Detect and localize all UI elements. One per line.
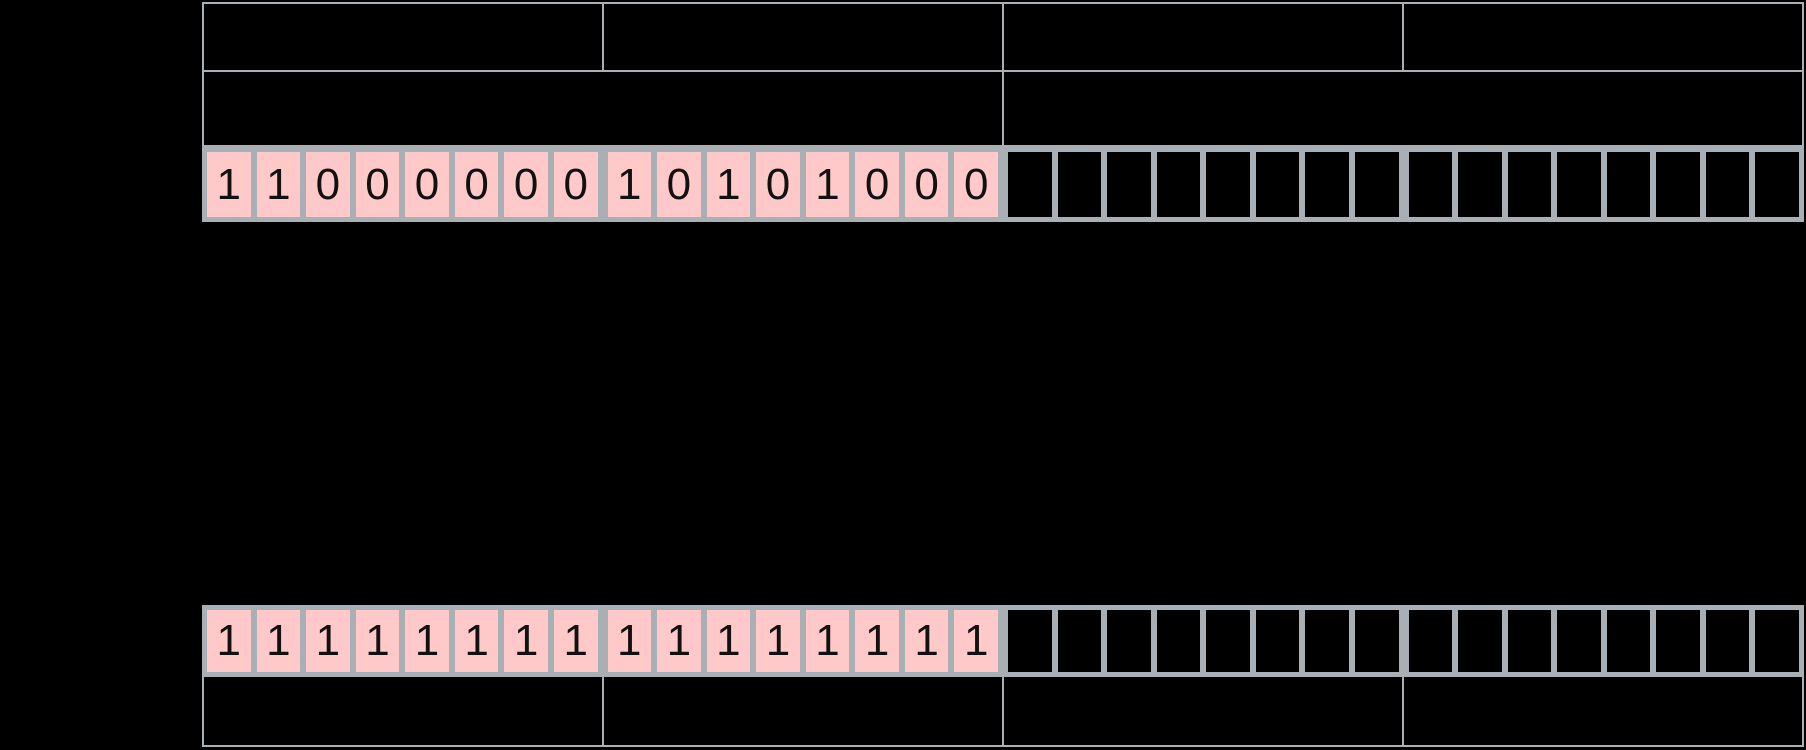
bit-cell-filled: 0 <box>454 152 499 217</box>
bit-cell-empty <box>1206 610 1250 672</box>
bit-cell-empty <box>1408 152 1453 217</box>
bit-cell-filled: 0 <box>657 152 701 217</box>
bit-cell-filled: 1 <box>256 152 301 217</box>
bit-cell-empty <box>1408 610 1453 672</box>
bit-cell-filled: 1 <box>553 610 598 672</box>
bit-cell-filled: 1 <box>805 152 850 217</box>
bit-cell-empty <box>1107 152 1151 217</box>
bit-cell-empty <box>1458 152 1502 217</box>
bit-cell-empty <box>1656 610 1700 672</box>
bit-cell-filled: 0 <box>306 152 350 217</box>
bit-cell-filled: 1 <box>706 610 751 672</box>
octet-footer-cell <box>1402 677 1802 745</box>
bit-cell-empty <box>1057 610 1102 672</box>
octet-group <box>1408 152 1799 217</box>
bit-cell-filled: 1 <box>207 152 251 217</box>
bit-cell-empty <box>1705 152 1750 217</box>
bit-cell-empty <box>1507 152 1552 217</box>
bit-cell-filled: 0 <box>756 152 800 217</box>
bit-cell-filled: 1 <box>306 610 350 672</box>
bit-cell-filled: 0 <box>355 152 400 217</box>
octet-footer-cell <box>602 677 1002 745</box>
bit-cell-filled: 1 <box>657 610 701 672</box>
bit-cell-empty <box>1755 152 1799 217</box>
bit-cell-filled: 0 <box>954 152 998 217</box>
bit-cell-empty <box>1354 152 1399 217</box>
bit-cell-filled: 1 <box>855 610 899 672</box>
bit-cell-empty <box>1305 152 1349 217</box>
portion-cell <box>1002 72 1802 145</box>
bit-cell-empty <box>1008 610 1052 672</box>
bit-cell-empty <box>1107 610 1151 672</box>
portion-cell <box>204 72 1002 145</box>
bit-cell-empty <box>1606 610 1651 672</box>
portion-row <box>202 70 1804 147</box>
bit-cell-filled: 1 <box>954 610 998 672</box>
bit-cell-empty <box>1255 152 1300 217</box>
bit-cell-filled: 1 <box>706 152 751 217</box>
bit-cell-filled: 1 <box>756 610 800 672</box>
bit-cell-filled: 1 <box>607 152 652 217</box>
octet-header-row <box>202 2 1804 72</box>
octet-header-cell <box>1002 4 1402 70</box>
bit-cell-empty <box>1206 152 1250 217</box>
octet-header-cell <box>602 4 1002 70</box>
bit-cell-empty <box>1156 152 1201 217</box>
bit-cell-empty <box>1755 610 1799 672</box>
bit-cell-filled: 1 <box>454 610 499 672</box>
bit-cell-filled: 0 <box>405 152 449 217</box>
bit-cell-filled: 1 <box>805 610 850 672</box>
bit-cell-empty <box>1606 152 1651 217</box>
bit-cell-empty <box>1705 610 1750 672</box>
bit-cell-filled: 0 <box>504 152 548 217</box>
bit-cell-filled: 1 <box>607 610 652 672</box>
bit-cell-filled: 1 <box>405 610 449 672</box>
bit-cell-filled: 0 <box>855 152 899 217</box>
bit-cell-empty <box>1008 152 1052 217</box>
octet-group <box>1008 610 1399 672</box>
bit-cell-filled: 0 <box>904 152 949 217</box>
octet-group <box>1408 610 1799 672</box>
octet-footer-cell <box>204 677 602 745</box>
octet-footer-row <box>202 675 1804 747</box>
bit-cell-empty <box>1557 152 1601 217</box>
bit-cell-filled: 0 <box>553 152 598 217</box>
bit-cell-filled: 1 <box>256 610 301 672</box>
bit-cell-empty <box>1354 610 1399 672</box>
bit-cell-empty <box>1656 152 1700 217</box>
octet-footer-cell <box>1002 677 1402 745</box>
bit-cell-filled: 1 <box>355 610 400 672</box>
bit-cell-empty <box>1057 152 1102 217</box>
bit-cell-empty <box>1458 610 1502 672</box>
bit-cell-empty <box>1156 610 1201 672</box>
bit-cell-empty <box>1255 610 1300 672</box>
octet-group <box>1008 152 1399 217</box>
bit-cell-empty <box>1557 610 1601 672</box>
octet-header-cell <box>204 4 602 70</box>
bit-cell-filled: 1 <box>207 610 251 672</box>
bit-cell-empty <box>1305 610 1349 672</box>
bit-cell-filled: 1 <box>504 610 548 672</box>
bit-cell-filled: 1 <box>904 610 949 672</box>
octet-header-cell <box>1402 4 1802 70</box>
bit-cell-empty <box>1507 610 1552 672</box>
